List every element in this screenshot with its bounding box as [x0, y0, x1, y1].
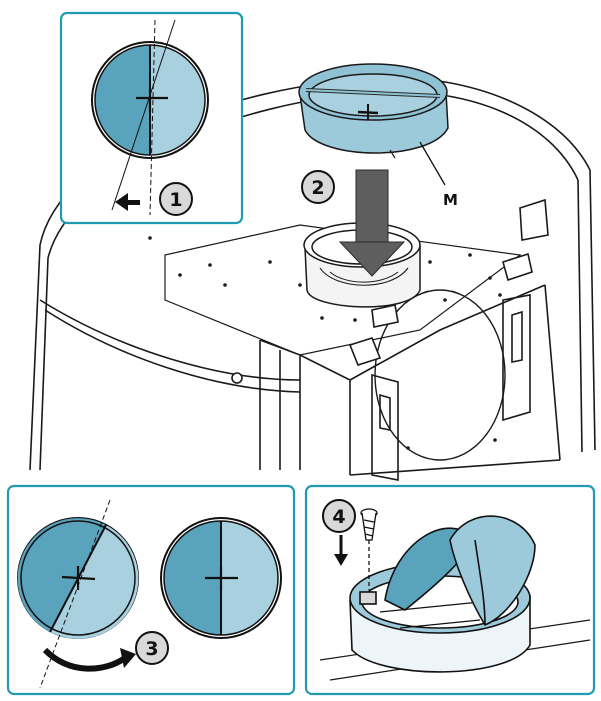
dashed-guide-angled	[111, 19, 176, 211]
step-2-number: 2	[311, 177, 324, 199]
damper-disc-rotated	[91, 41, 209, 159]
step-1-number: 1	[169, 189, 182, 211]
insert-arrow	[338, 169, 406, 277]
dashed-guide-angled	[39, 499, 111, 689]
down-arrowhead-icon	[334, 554, 348, 566]
screw-icon	[360, 508, 378, 590]
hood-housing	[29, 76, 596, 481]
dashed-guide-vertical	[149, 19, 156, 216]
m-callout-label: M	[443, 191, 458, 209]
rotate-right-arrowhead-icon	[120, 648, 136, 668]
damper-disc-aligned	[160, 517, 282, 639]
step-4-panel: 4	[304, 484, 596, 696]
m-leader-line	[419, 141, 446, 186]
damper-disc-rotated	[17, 517, 139, 639]
step-3-number: 3	[145, 638, 158, 660]
step-1-panel: 1	[59, 11, 244, 225]
damper-m	[298, 63, 449, 159]
step-2-marker: 2	[301, 170, 335, 204]
step-4-number: 4	[332, 506, 345, 528]
open-flaps	[384, 515, 536, 626]
rotate-left-arrow-icon	[115, 193, 140, 211]
screw-holes	[148, 236, 502, 450]
step-3-panel: 3	[6, 484, 296, 696]
rotate-right-arrow-icon	[42, 647, 127, 672]
